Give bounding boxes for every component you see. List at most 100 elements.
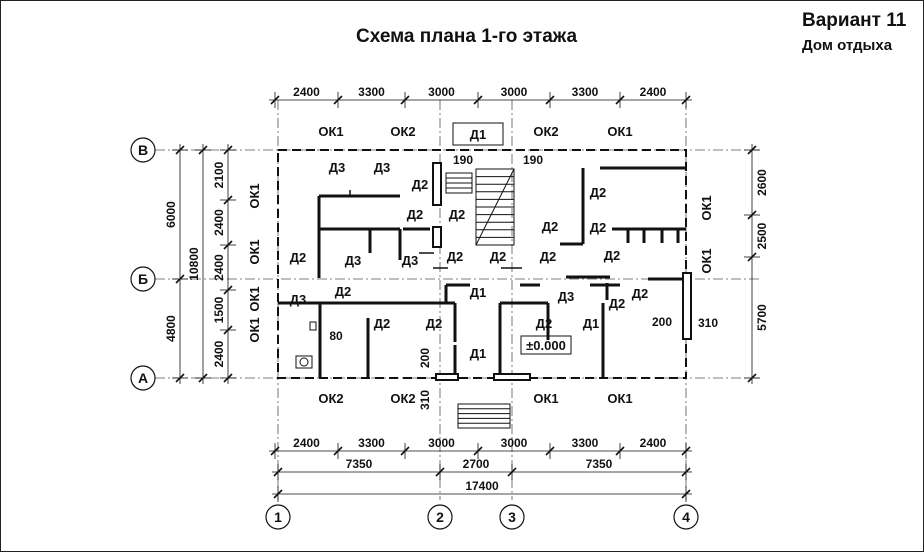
dimension-label: 3000 — [501, 85, 528, 99]
axis-marker-circle — [499, 504, 525, 530]
window-mark-label: ОК1 — [533, 391, 558, 406]
exterior-wall — [277, 149, 687, 379]
dimension-tick — [507, 467, 517, 477]
axis-marker: 3 — [499, 504, 525, 530]
dimension-label: 2400 — [293, 436, 320, 450]
door-mark-label: Д3 — [345, 253, 362, 268]
dimension-label: 3300 — [358, 85, 385, 99]
axis-marker-label: 1 — [274, 509, 282, 525]
door-mark-label: Д2 — [632, 286, 649, 301]
building-type-label: Дом отдыха — [802, 37, 893, 54]
column — [493, 373, 531, 381]
door-mark-label: Д3 — [402, 253, 419, 268]
door-mark-label: Д2 — [609, 296, 626, 311]
dimension-tick — [747, 210, 757, 220]
dimension-tick — [270, 446, 280, 456]
detail-dimension-label: 310 — [418, 390, 432, 410]
door-mark-label: Д1 — [583, 316, 600, 331]
dimension-label: 3000 — [501, 436, 528, 450]
door-mark-label: Д2 — [490, 249, 507, 264]
dimension-label: 2100 — [212, 161, 226, 188]
dimension-label: 1500 — [212, 296, 226, 323]
axis-marker-label: 4 — [682, 509, 690, 525]
axis-marker: 2 — [427, 504, 453, 530]
dimension-label: 2400 — [212, 340, 226, 367]
door-mark-label: Д1 — [470, 127, 487, 142]
dimension-tick — [223, 145, 233, 155]
dimension-lines — [172, 92, 760, 502]
dimension-tick — [681, 446, 691, 456]
dimension-label: 2400 — [212, 254, 226, 281]
dimension-tick — [681, 467, 691, 477]
plan-title: Схема плана 1-го этажа — [356, 26, 578, 47]
dimension-label: 4800 — [164, 315, 178, 342]
dimension-tick — [223, 325, 233, 335]
detail-dimension-label: 80 — [329, 329, 343, 343]
dimension-label: 2400 — [640, 85, 667, 99]
dimension-tick — [681, 95, 691, 105]
dimension-tick — [435, 467, 445, 477]
dimension-tick — [175, 274, 185, 284]
dimension-label: 2700 — [463, 457, 490, 471]
window-mark-label: ОК1 — [699, 195, 714, 220]
door-mark-label: Д2 — [449, 207, 466, 222]
stair-cut-line — [475, 168, 515, 246]
dimension-tick — [473, 446, 483, 456]
dimension-tick — [747, 145, 757, 155]
dimension-tick — [198, 373, 208, 383]
door-mark-label: Д3 — [329, 160, 346, 175]
dimension-tick — [270, 95, 280, 105]
interior-walls — [278, 166, 688, 378]
floor-level-mark: ±0.000 — [526, 338, 566, 353]
door-mark-label: Д1 — [470, 346, 487, 361]
axis-marker: А — [130, 365, 156, 391]
axis-marker-circle — [673, 504, 699, 530]
detail-dimension-label: 190 — [523, 153, 543, 167]
door-mark-label: Д2 — [447, 249, 464, 264]
axis-marker-label: Б — [138, 271, 148, 287]
axis-marker-circle — [427, 504, 453, 530]
window-mark-label: ОК1 — [607, 391, 632, 406]
dimension-tick — [681, 489, 691, 499]
axis-marker-circle — [130, 365, 156, 391]
window-mark-label: ОК1 — [318, 124, 343, 139]
door-mark-label: Д2 — [536, 316, 553, 331]
window-mark-label: ОК1 — [247, 317, 262, 342]
column — [432, 162, 442, 206]
dimension-tick — [223, 373, 233, 383]
window-mark-label: ОК1 — [607, 124, 632, 139]
door-mark-label: Д2 — [426, 316, 443, 331]
dimension-label: 7350 — [346, 457, 373, 471]
level-mark-frame — [520, 335, 572, 355]
window-mark-label: ОК1 — [247, 239, 262, 264]
door-mark-label: Д2 — [374, 316, 391, 331]
axis-marker-label: 2 — [436, 509, 444, 525]
dimension-tick — [747, 373, 757, 383]
variant-label: Вариант 11 — [802, 10, 907, 31]
window-mark-label: ОК1 — [247, 286, 262, 311]
dimension-tick — [545, 446, 555, 456]
dimension-label: 6000 — [164, 201, 178, 228]
column — [682, 272, 692, 340]
dimension-tick — [747, 252, 757, 262]
door-mark-label: Д2 — [590, 185, 607, 200]
door-mark-label: Д3 — [374, 160, 391, 175]
exterior-wall-outline — [277, 149, 687, 379]
sanitary-fixture-bowl — [299, 357, 309, 367]
dimension-label: 17400 — [465, 479, 499, 493]
dimension-label: 3000 — [428, 85, 455, 99]
dimension-tick — [175, 145, 185, 155]
window-mark-label: ОК2 — [533, 124, 558, 139]
axis-marker-circle — [130, 137, 156, 163]
axis-marker-label: 3 — [508, 509, 516, 525]
dimension-tick — [615, 95, 625, 105]
axis-marker: 1 — [265, 504, 291, 530]
door-mark-label: Д2 — [542, 219, 559, 234]
door-mark-label: Д2 — [412, 177, 429, 192]
ventilation-duct — [309, 321, 317, 331]
dimension-label: 3300 — [572, 85, 599, 99]
dimension-tick — [333, 95, 343, 105]
